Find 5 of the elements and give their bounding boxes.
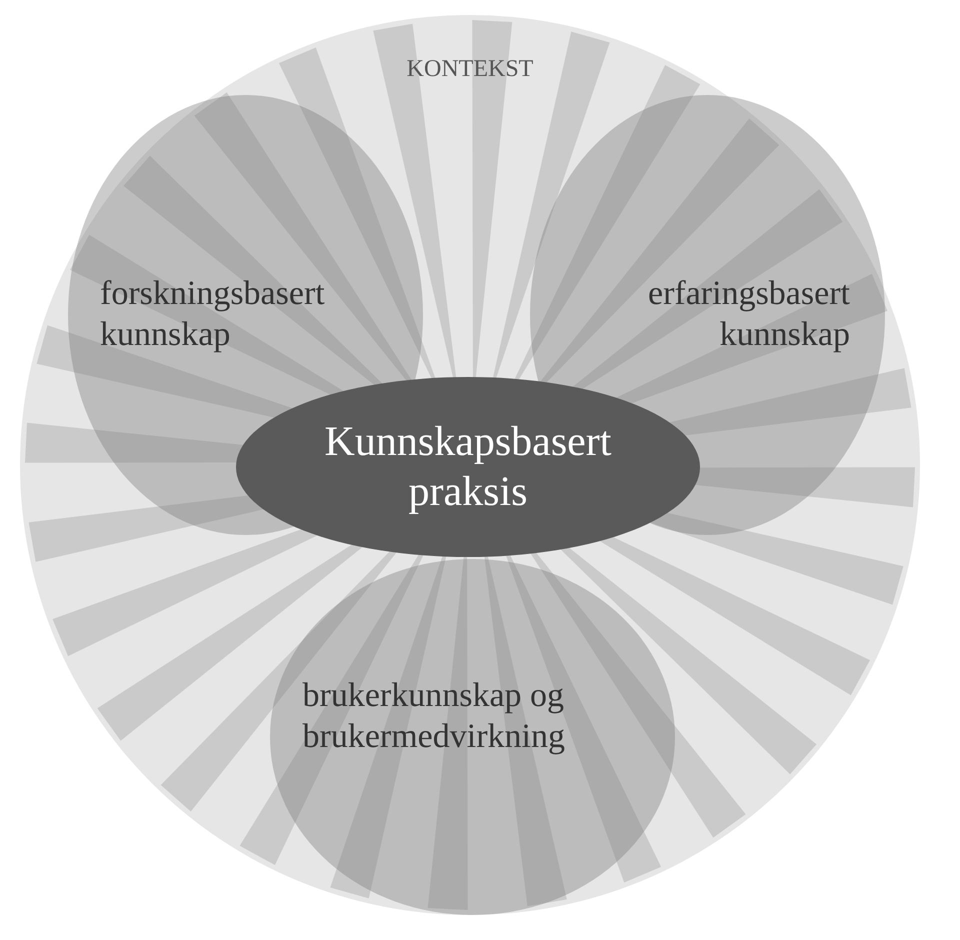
context-label: KONTEKST <box>406 55 534 84</box>
circle-label: erfaringsbasert kunnskap <box>646 274 850 355</box>
circle-label: brukerkunnskap og brukermedvirkning <box>302 676 566 757</box>
center-label: Kunnskapsbasert praksis <box>324 418 612 517</box>
circle-label: forskningsbasert kunnskap <box>100 274 326 355</box>
